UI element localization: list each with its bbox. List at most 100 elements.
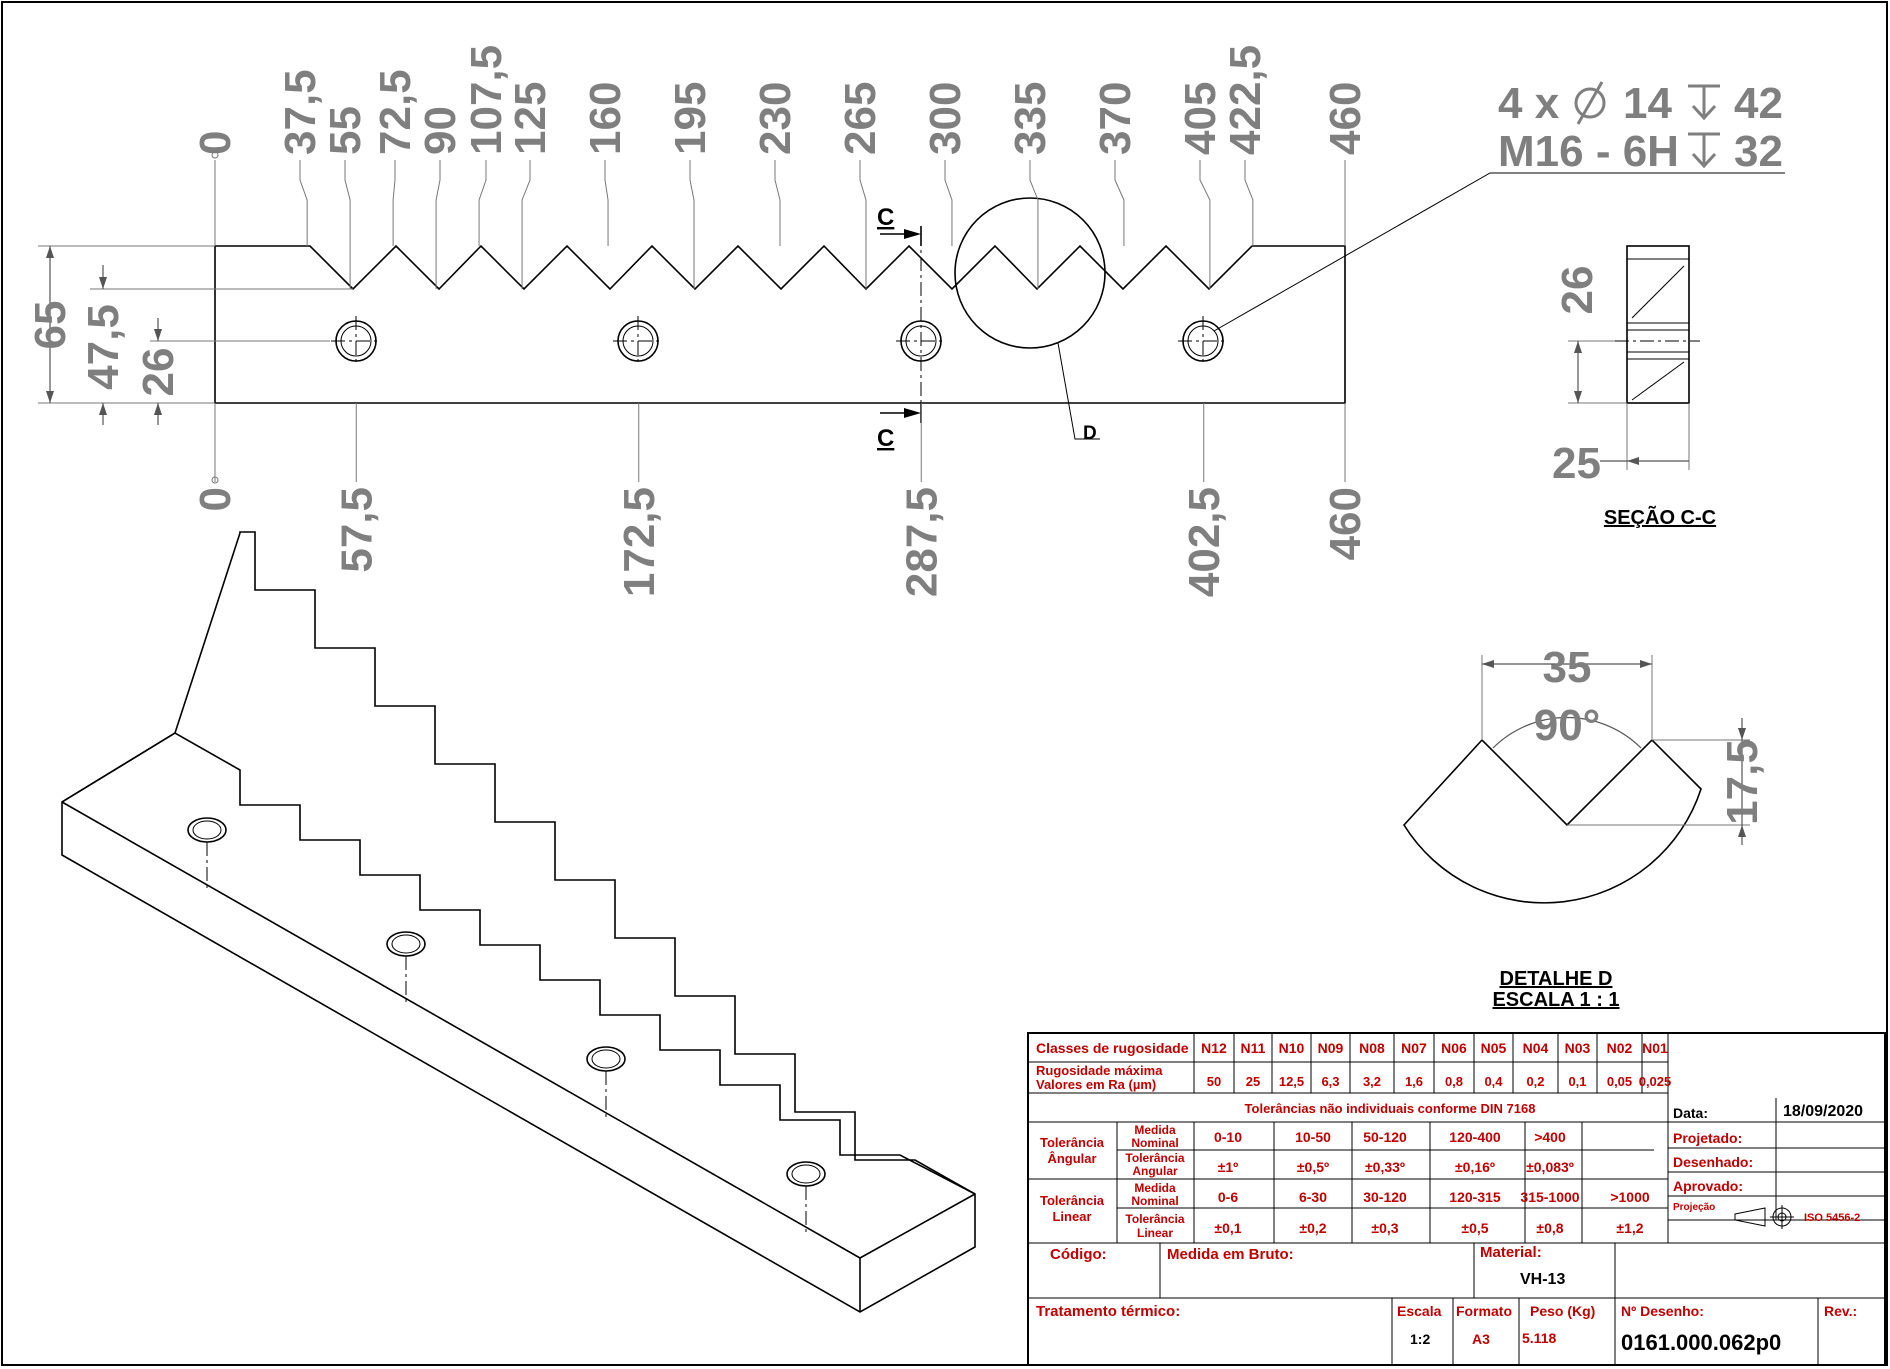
lin-tol-value: ±0,8 <box>1536 1220 1563 1236</box>
detail-mark-d: D <box>1083 423 1097 444</box>
iso-hole <box>187 817 227 890</box>
hole <box>1178 316 1228 366</box>
lin-tol-value: ±0,3 <box>1371 1220 1398 1236</box>
bottom-dim-label: 460 <box>1321 487 1370 560</box>
top-dim-label: 265 <box>836 82 885 155</box>
dim-height-26: 26 <box>134 348 183 397</box>
desenhado-label: Desenhado: <box>1673 1154 1753 1170</box>
projecao-label: Projeção <box>1673 1202 1715 1213</box>
rugosity-class: N10 <box>1279 1040 1305 1056</box>
rugosity-class: N03 <box>1565 1040 1591 1056</box>
ra-value: 50 <box>1207 1074 1221 1089</box>
ra-value: 0,025 <box>1639 1074 1672 1089</box>
dim-height-65: 65 <box>26 301 75 350</box>
ang-tol-value: ±1º <box>1218 1159 1239 1175</box>
rugosity-class: N05 <box>1481 1040 1507 1056</box>
ra-value: 0,8 <box>1445 1074 1463 1089</box>
section-mark-c-bottom: C <box>877 425 894 452</box>
diameter-symbol <box>1574 81 1606 125</box>
top-dim-label: 72,5 <box>371 69 420 155</box>
hole-note-diameter: 14 <box>1623 79 1672 128</box>
section-mark-c-top: C <box>877 204 894 231</box>
lin-nominal-value: >1000 <box>1610 1189 1650 1205</box>
section-dim-25: 25 <box>1552 439 1601 488</box>
rugosity-class: N09 <box>1318 1040 1344 1056</box>
bottom-dim-label: 172,5 <box>615 487 664 597</box>
top-dim-label: 460 <box>1321 82 1370 155</box>
lin-nominal-value: 315-1000 <box>1520 1189 1579 1205</box>
formato-label: Formato <box>1456 1303 1512 1319</box>
tol-lin-label-1: Tolerância <box>1040 1193 1105 1208</box>
peso-value: 5.118 <box>1522 1330 1556 1346</box>
lin-nominal-value: 0-6 <box>1218 1189 1238 1205</box>
bottom-dim-label: 287,5 <box>897 487 946 597</box>
lin-tol-label-1: Tolerância <box>1125 1212 1184 1226</box>
top-dim-label: 55 <box>321 106 370 155</box>
ang-nominal-value: 0-10 <box>1214 1129 1242 1145</box>
desenho-label: Nº Desenho: <box>1621 1303 1704 1319</box>
iso-hole <box>586 1046 626 1119</box>
rev-label: Rev.: <box>1824 1303 1857 1319</box>
top-dim-label: 160 <box>581 82 630 155</box>
ang-tol-value: ±0,33º <box>1365 1159 1405 1175</box>
lin-nominal-value: 120-315 <box>1449 1189 1501 1205</box>
iso-hole <box>386 931 426 1004</box>
top-dim-label: 195 <box>666 82 715 155</box>
top-dim-label: 405 <box>1176 82 1225 155</box>
detail-angle: 90° <box>1534 701 1601 750</box>
top-dim-label: 125 <box>506 82 555 155</box>
lin-tol-value: ±1,2 <box>1616 1220 1643 1236</box>
tolerance-title: Tolerâncias não individuais conforme DIN… <box>1245 1101 1536 1116</box>
rugosity-class: N01 <box>1642 1040 1668 1056</box>
ang-nominal-value: 10-50 <box>1295 1129 1331 1145</box>
ra-value: 0,05 <box>1607 1074 1632 1089</box>
tol-ang-label-2: Ângular <box>1047 1151 1096 1166</box>
detail-d-scale: ESCALA 1 : 1 <box>1492 989 1619 1011</box>
lin-nominal-label-1: Medida <box>1134 1181 1176 1195</box>
ang-nominal-value: 120-400 <box>1449 1129 1501 1145</box>
hole-note-thread: M16 - 6H <box>1498 127 1679 176</box>
formato-value: A3 <box>1472 1331 1490 1347</box>
hole-note-prefix: 4 x <box>1498 79 1560 128</box>
lin-nominal-label-2: Nominal <box>1131 1194 1178 1208</box>
date-label: Data: <box>1673 1105 1708 1121</box>
lin-tol-value: ±0,2 <box>1299 1220 1326 1236</box>
medida-bruto-label: Medida em Bruto: <box>1167 1246 1294 1263</box>
top-dim-label: 230 <box>751 82 800 155</box>
date-value: 18/09/2020 <box>1783 1103 1863 1120</box>
peso-label: Peso (Kg) <box>1530 1303 1595 1319</box>
escala-value: 1:2 <box>1410 1331 1430 1347</box>
ang-nominal-label-2: Nominal <box>1131 1136 1178 1150</box>
lin-nominal-value: 30-120 <box>1363 1189 1407 1205</box>
detail-dim-35: 35 <box>1543 643 1592 692</box>
top-dim-label: 0 <box>191 131 240 155</box>
ra-value: 0,2 <box>1526 1074 1544 1089</box>
rugosity-class: N07 <box>1401 1040 1427 1056</box>
ra-value: 0,4 <box>1484 1074 1503 1089</box>
section-c-c-title: SEÇÃO C-C <box>1604 506 1716 529</box>
desenho-value: 0161.000.062p0 <box>1621 1330 1781 1355</box>
rugosity-class: N08 <box>1359 1040 1385 1056</box>
ang-nominal-label-1: Medida <box>1134 1123 1176 1137</box>
ang-tol-label-1: Tolerância <box>1125 1151 1184 1165</box>
left-dimensions: 65 47,5 26 <box>26 245 353 425</box>
rugosity-class: N12 <box>1201 1040 1227 1056</box>
section-c-c-view: 26 25 SEÇÃO C-C <box>1552 245 1716 529</box>
ang-nominal-value: 50-120 <box>1363 1129 1407 1145</box>
hole <box>331 316 381 366</box>
ang-tol-value: ±0,083º <box>1526 1159 1574 1175</box>
rugosity-class: N02 <box>1607 1040 1633 1056</box>
lin-nominal-value: 6-30 <box>1299 1189 1327 1205</box>
ra-value: 0,1 <box>1568 1074 1586 1089</box>
ang-tol-label-2: Angular <box>1132 1164 1178 1178</box>
ra-header-1: Rugosidade máxima <box>1036 1063 1163 1078</box>
depth-symbol <box>1688 132 1720 169</box>
top-dim-label: 37,5 <box>276 69 325 155</box>
rugosity-class: N11 <box>1241 1040 1266 1056</box>
hole-note-depth: 42 <box>1734 79 1783 128</box>
hole <box>613 316 663 366</box>
material-value: VH-13 <box>1520 1271 1565 1288</box>
